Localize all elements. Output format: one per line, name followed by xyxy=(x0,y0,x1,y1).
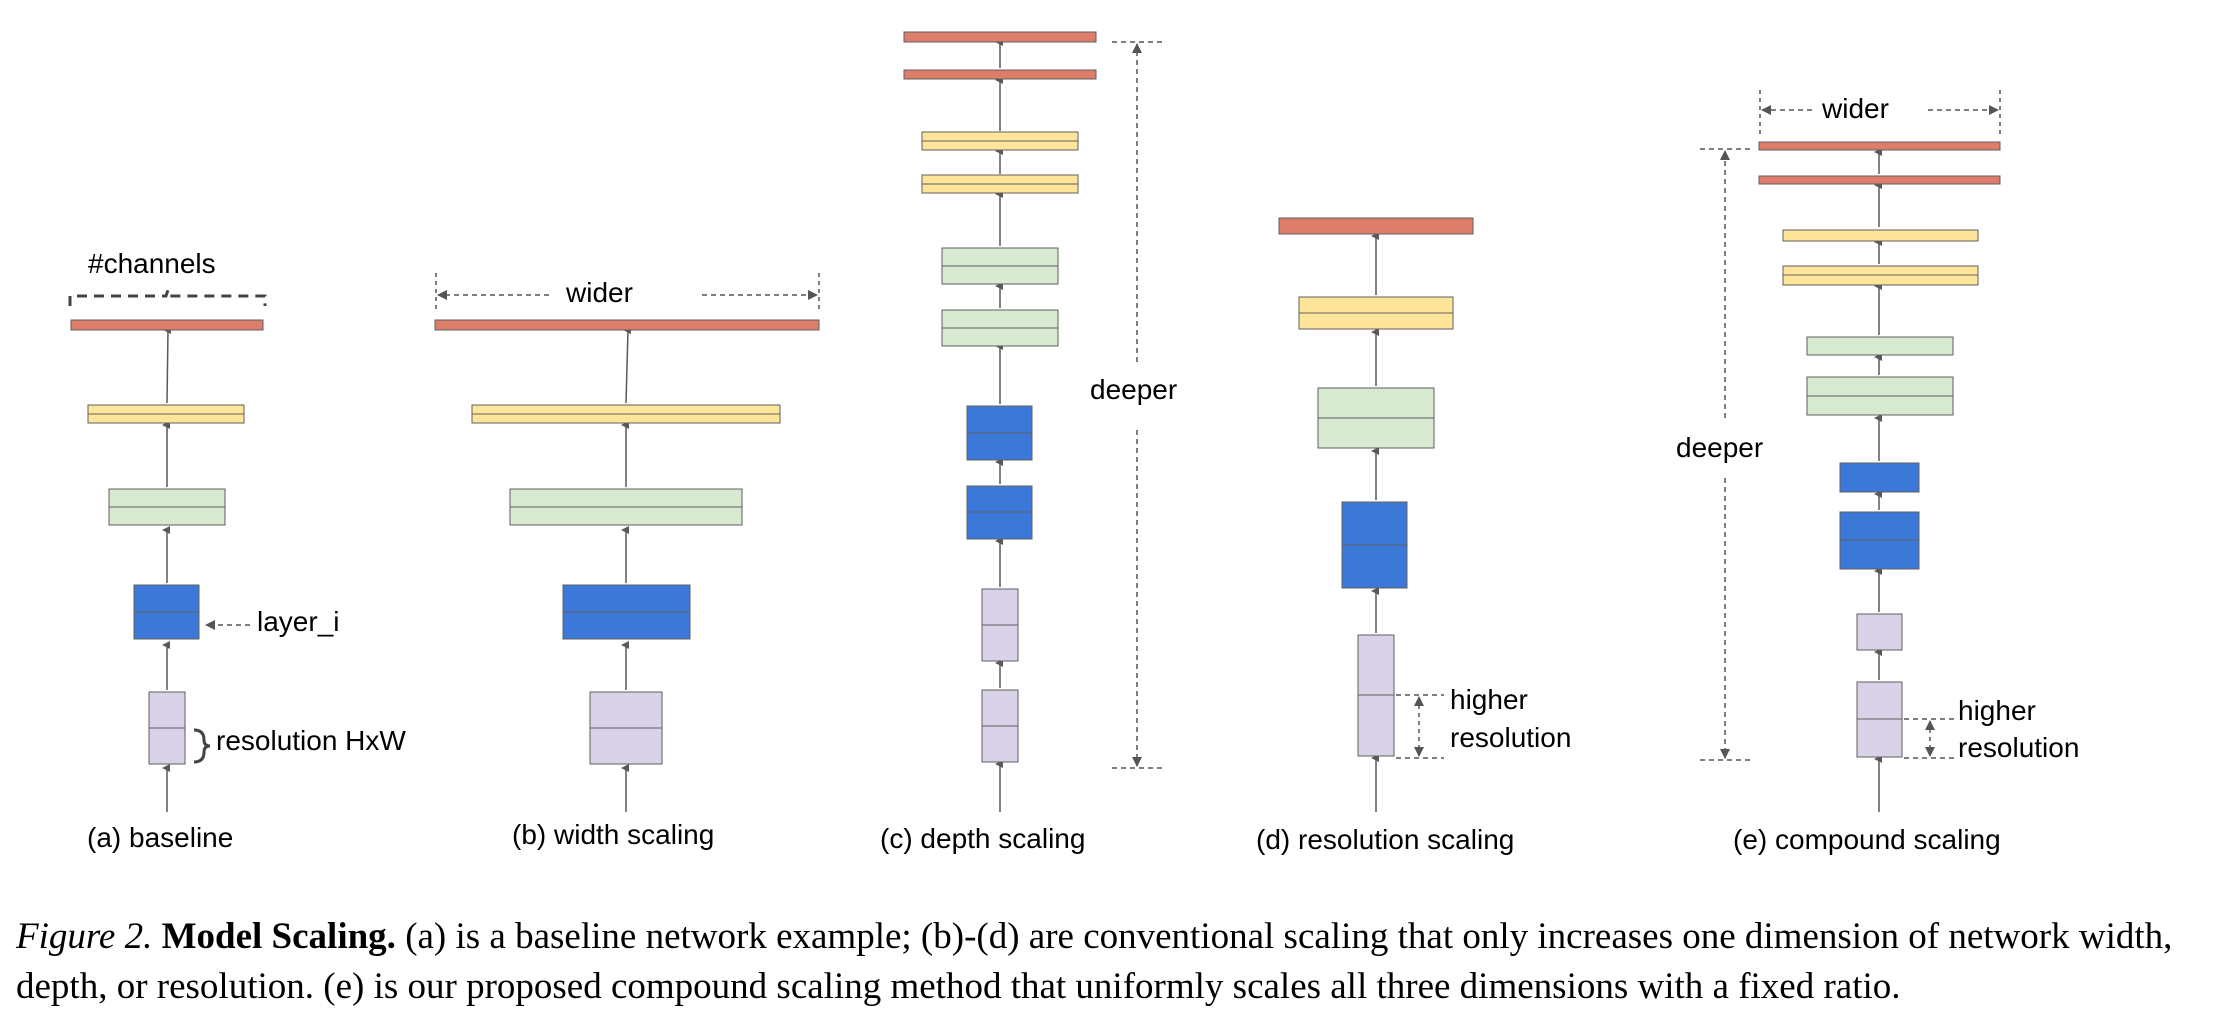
wider-label: wider xyxy=(565,277,633,308)
wider-label-e: wider xyxy=(1821,93,1889,124)
red-layer xyxy=(70,319,264,331)
subfigure-a-baseline xyxy=(162,326,172,812)
subfigure-label-b: (b) width scaling xyxy=(512,819,714,850)
red-layer xyxy=(1758,141,2001,151)
red-layer xyxy=(434,319,820,331)
layer-label: layer_i xyxy=(257,606,339,637)
blue-layer xyxy=(1839,462,1920,493)
lavender-layer xyxy=(1856,613,1903,651)
yellow-layer xyxy=(1782,229,1979,242)
model-scaling-figure: #channels layer_i resolution HxW (a) bas… xyxy=(68,31,2079,855)
deeper-label: deeper xyxy=(1090,374,1177,405)
subfigure-label-c: (c) depth scaling xyxy=(880,823,1085,854)
caption-text: (a) is a baseline network example; (b)-(… xyxy=(16,916,2173,1007)
subfigure-b-width xyxy=(621,326,632,812)
deeper-label-e: deeper xyxy=(1676,432,1763,463)
red-layer xyxy=(903,31,1097,43)
channels-bracket xyxy=(68,285,267,306)
subfigure-label-a: (a) baseline xyxy=(87,822,233,853)
red-layer xyxy=(1278,217,1474,235)
caption-title: Model Scaling. xyxy=(161,916,396,957)
subfigure-label-e: (e) compound scaling xyxy=(1733,824,2001,855)
higher-label: higher xyxy=(1450,684,1528,715)
channels-label: #channels xyxy=(88,248,216,279)
resolution-brace xyxy=(193,728,211,764)
subfigure-label-d: (d) resolution scaling xyxy=(1256,824,1514,855)
caption-figure-label: Figure 2. xyxy=(16,916,153,957)
red-layer xyxy=(1758,175,2001,185)
resolution-label-d: resolution xyxy=(1450,722,1571,753)
figure-caption: Figure 2. Model Scaling. (a) is a baseli… xyxy=(16,912,2206,1012)
resolution-label-e: resolution xyxy=(1958,732,2079,763)
resolution-label: resolution HxW xyxy=(216,725,406,756)
higher-label-e: higher xyxy=(1958,695,2036,726)
red-layer xyxy=(903,69,1097,80)
green-layer xyxy=(1806,336,1954,356)
